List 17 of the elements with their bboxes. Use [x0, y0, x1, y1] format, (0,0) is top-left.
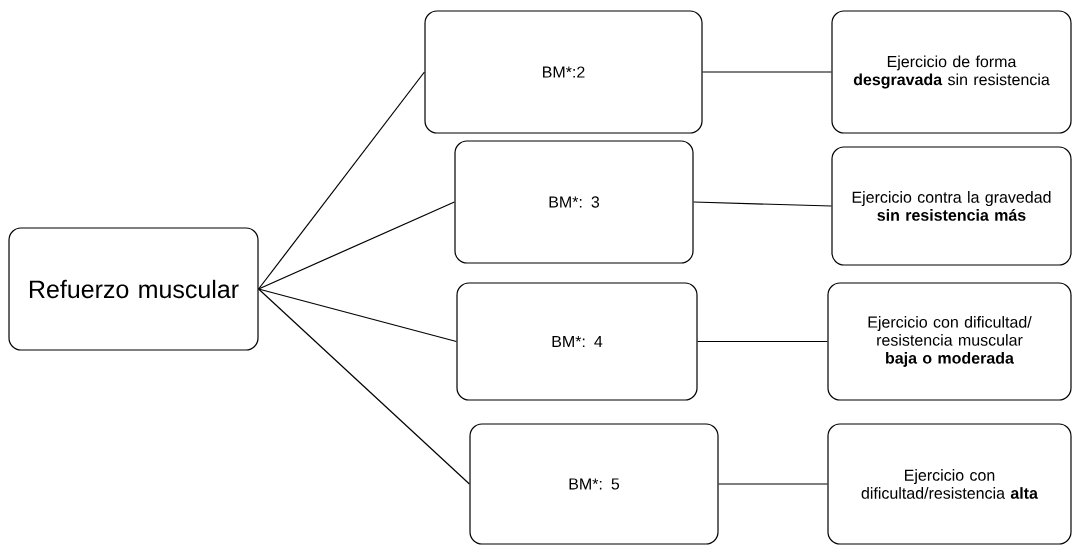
topic-box: Refuerzo muscular: [8, 227, 259, 351]
description-box: Ejercicio con dificultad/ resistencia muscular baja o moderada: [827, 282, 1072, 401]
description-box: Ejercicio contra la gravedad sin resistencia más: [831, 146, 1072, 266]
level-box: BM*:2: [424, 10, 703, 134]
connector-line: [258, 288, 457, 343]
connector-line: [697, 340, 828, 343]
description-box: Ejercicio de forma desgravada sin resistencia: [831, 10, 1072, 134]
level-box: BM*: 5: [469, 423, 719, 545]
level-box: BM*: 4: [456, 282, 698, 401]
connector-line: [702, 71, 832, 73]
connector-line: [258, 201, 455, 290]
connector-line: [258, 288, 470, 485]
level-box: BM*: 3: [454, 140, 694, 264]
connector-line: [718, 483, 828, 485]
description-box: Ejercicio con dificultad/resistencia alta: [827, 423, 1072, 545]
connector-line: [693, 201, 832, 207]
connector-line: [258, 71, 425, 290]
